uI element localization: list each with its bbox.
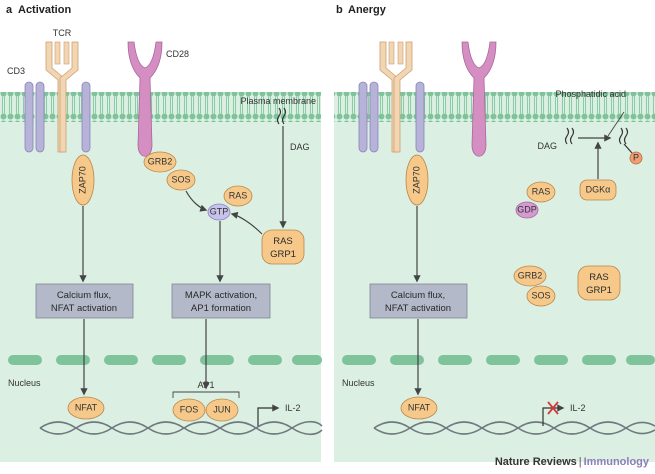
fos-protein: FOS xyxy=(172,398,206,422)
svg-text:NFAT: NFAT xyxy=(75,402,98,412)
journal-name: Nature Reviews xyxy=(494,456,577,468)
nucleus-label-a: Nucleus xyxy=(8,378,41,388)
svg-text:GDP: GDP xyxy=(517,204,537,214)
cd3-label: CD3 xyxy=(7,66,25,76)
block-cross xyxy=(547,401,559,415)
svg-text:GRB2: GRB2 xyxy=(148,156,173,166)
zap70-protein-b: ZAP70 xyxy=(405,154,429,206)
il2-transcription-arrow xyxy=(257,404,280,426)
dna-helix-b xyxy=(373,421,655,435)
svg-text:GRB2: GRB2 xyxy=(518,270,543,280)
cd28-receptor-b xyxy=(461,41,497,157)
mapk-activation-box: MAPK activation, AP1 formation xyxy=(171,283,271,319)
panel-a-letter: a xyxy=(6,4,13,16)
svg-text:GTP: GTP xyxy=(210,206,229,216)
ap1-bracket xyxy=(172,391,240,398)
svg-text:RAS: RAS xyxy=(532,186,551,196)
sos-protein-b: SOS xyxy=(526,285,556,307)
gdp-molecule: GDP xyxy=(515,201,539,219)
nfat-protein-a: NFAT xyxy=(67,396,105,420)
svg-text:JUN: JUN xyxy=(213,404,231,414)
panel-b-title: Anergy xyxy=(348,4,387,16)
svg-text:NFAT: NFAT xyxy=(408,402,431,412)
svg-text:RAS: RAS xyxy=(273,236,293,247)
zap70-protein-a: ZAP70 xyxy=(71,154,95,206)
panel-b: b Anergy Nucleus xyxy=(334,4,655,462)
dag-label-a: DAG xyxy=(290,142,310,152)
cd3-receptor-b xyxy=(358,81,425,153)
gtp-molecule: GTP xyxy=(207,203,231,221)
nfat-protein-b: NFAT xyxy=(400,396,438,420)
ras-protein-b: RAS xyxy=(526,181,556,203)
phosphatidic-acid-lipid xyxy=(618,127,633,154)
cd28-receptor xyxy=(127,41,163,157)
tcr-receptor xyxy=(45,41,79,153)
svg-text:Calcium flux,: Calcium flux, xyxy=(57,290,111,301)
plasma-membrane-label: Plasma membrane xyxy=(240,96,316,106)
svg-text:MAPK activation,: MAPK activation, xyxy=(185,290,257,301)
il2-label-b: IL-2 xyxy=(570,403,586,413)
grb2-protein-a: GRB2 xyxy=(143,151,177,173)
il2-blocked-arrow xyxy=(542,404,565,426)
cell-cytoplasm-a xyxy=(0,92,321,462)
ras-grp1-protein-a: RAS GRP1 xyxy=(261,229,305,265)
dna-helix-a xyxy=(39,420,323,436)
phosphate-group: P xyxy=(629,151,643,165)
svg-text:ZAP70: ZAP70 xyxy=(77,166,87,194)
tcr-receptor-b xyxy=(379,41,413,153)
calcium-flux-box-a: Calcium flux, NFAT activation xyxy=(35,283,134,319)
svg-text:FOS: FOS xyxy=(180,404,199,414)
sos-protein-a: SOS xyxy=(166,169,196,191)
svg-text:NFAT activation: NFAT activation xyxy=(385,303,451,314)
svg-text:RAS: RAS xyxy=(589,272,609,283)
svg-text:NFAT activation: NFAT activation xyxy=(51,303,117,314)
credit-separator: | xyxy=(578,456,582,468)
svg-text:RAS: RAS xyxy=(229,190,248,200)
signal-arrows-b xyxy=(413,134,612,396)
cd28-label: CD28 xyxy=(166,49,189,59)
svg-text:SOS: SOS xyxy=(531,290,550,300)
dgk-alpha-protein: DGKα xyxy=(579,179,617,201)
panel-b-letter: b xyxy=(336,4,343,16)
cd3-receptor xyxy=(24,81,91,153)
journal-subject: Immunology xyxy=(583,456,649,468)
signal-arrows-a xyxy=(79,126,287,396)
calcium-flux-box-b: Calcium flux, NFAT activation xyxy=(369,283,468,319)
svg-text:ZAP70: ZAP70 xyxy=(411,166,421,194)
dag-label-b: DAG xyxy=(537,141,557,151)
tcr-label: TCR xyxy=(53,28,72,38)
plasma-membrane-b xyxy=(334,92,655,122)
plasma-membrane-a xyxy=(0,92,321,122)
svg-text:GRP1: GRP1 xyxy=(270,249,296,260)
ras-grp1-protein-b: RAS GRP1 xyxy=(577,265,621,301)
svg-text:AP1 formation: AP1 formation xyxy=(191,303,251,314)
journal-credit: Nature Reviews|Immunology xyxy=(495,456,649,468)
ras-protein-a: RAS xyxy=(223,185,253,207)
panel-a-title: Activation xyxy=(18,4,71,16)
dag-lipid-a xyxy=(276,107,287,125)
nucleus-label-b: Nucleus xyxy=(342,378,375,388)
svg-text:DGKα: DGKα xyxy=(586,184,611,194)
nuclear-envelope-a xyxy=(8,355,322,365)
svg-text:SOS: SOS xyxy=(171,174,190,184)
panel-a: a Activation Plasma membrane Nucleus CD3 xyxy=(0,4,323,462)
phosphatidic-acid-label: Phosphatidic acid xyxy=(555,89,626,99)
phosphatidic-acid-pointer xyxy=(607,111,625,137)
grb2-protein-b: GRB2 xyxy=(513,265,547,287)
jun-protein: JUN xyxy=(205,398,239,422)
svg-text:Calcium flux,: Calcium flux, xyxy=(391,290,445,301)
nuclear-envelope-b xyxy=(342,355,655,365)
svg-text:P: P xyxy=(633,152,639,162)
svg-text:GRP1: GRP1 xyxy=(586,285,612,296)
il2-label-a: IL-2 xyxy=(285,403,301,413)
dag-lipid-b xyxy=(564,127,575,145)
